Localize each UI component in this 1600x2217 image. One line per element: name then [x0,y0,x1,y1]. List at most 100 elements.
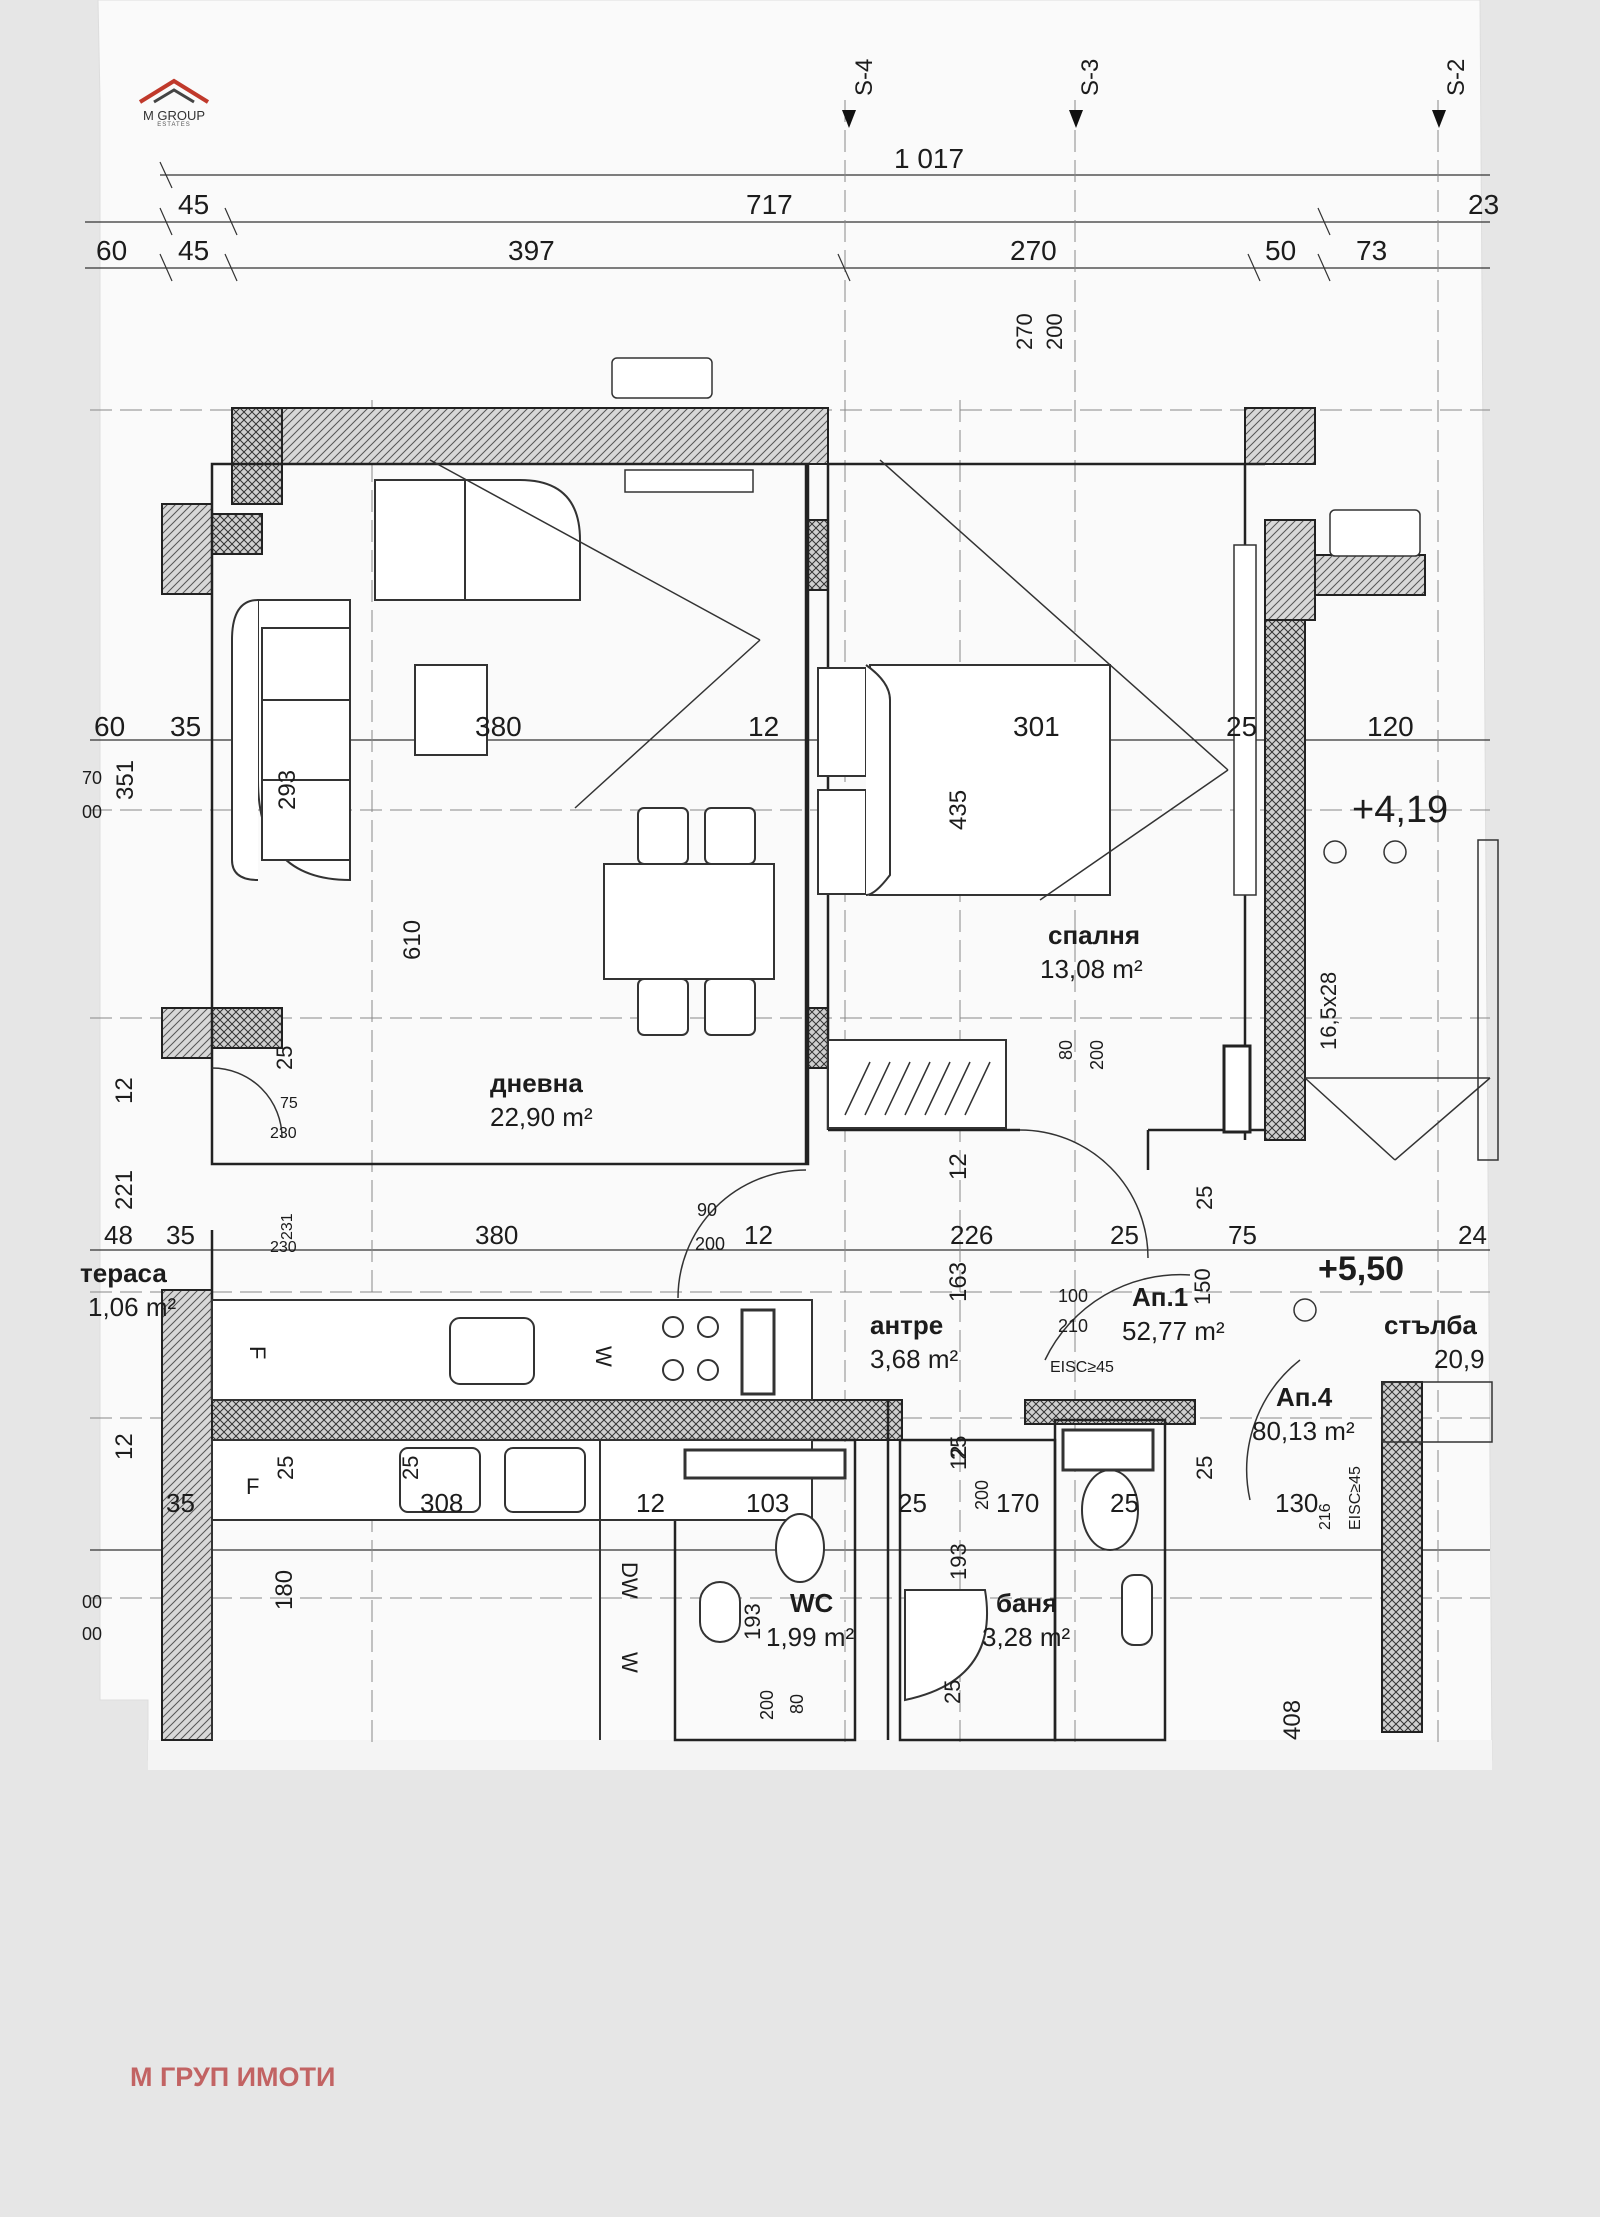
room-bath-area: 3,28 m² [982,1622,1070,1652]
dim-100: 100 [1058,1286,1088,1306]
dim-60-top: 60 [96,235,127,266]
dim-216: 216 [1317,1503,1334,1530]
logo-subtext: ESTATES [157,122,191,128]
dim-00: 00 [82,802,102,822]
room-apt4-area: 80,13 m² [1252,1416,1355,1446]
bed [817,664,1111,896]
section-s4-label: S-4 [851,59,878,96]
level-marker-upper [1323,840,1407,864]
cross-walls [211,407,1423,1733]
section-marker-s2 [1432,110,1446,128]
room-bedroom-name: спалня [1048,920,1140,950]
dim-45-b: 45 [178,235,209,266]
dim-80-bed: 80 [1056,1040,1076,1060]
dim-12-mid: 12 [748,711,779,742]
ticks [159,161,1331,282]
section-marker-s4 [842,110,856,128]
dim-270: 270 [1010,235,1057,266]
room-stairs-area: 20,9 [1434,1344,1485,1374]
room-bath-name: баня [996,1588,1057,1618]
room-apt-area: 52,77 m² [1122,1316,1225,1346]
dim-25-door: 25 [272,1046,297,1070]
appliance-washer-2: W [617,1652,642,1673]
dim-25-bath: 25 [940,1680,965,1704]
dim-293: 293 [274,770,301,810]
roof-icon [138,78,210,104]
logo-text: M GROUP [142,108,206,123]
dim-45-a: 45 [178,189,209,220]
section-s2-label: S-2 [1443,59,1470,96]
dim-103: 103 [746,1488,789,1518]
dim-230: 230 [270,1125,297,1142]
dim-717: 717 [746,189,793,220]
dim-v-270: 270 [1012,313,1037,350]
room-terrace-name: тераса [80,1258,167,1288]
dim-35-bottom: 35 [166,1488,195,1518]
dim-12-left: 12 [111,1077,138,1104]
dim-25-bottom-c: 25 [898,1488,927,1518]
room-hall-area: 3,68 m² [870,1344,958,1374]
dim-200-bottom: 200 [972,1480,992,1510]
light-triangle-bedroom [879,459,1229,901]
dim-73: 73 [1356,235,1387,266]
stairs [1304,839,1499,1443]
dim-35-mid: 35 [170,711,201,742]
dim-150: 150 [1190,1268,1215,1305]
level-landing-text: +5,50 [1318,1250,1404,1288]
dim-25-mid: 25 [1226,711,1257,742]
dim-12-bottom: 12 [636,1488,665,1518]
dim-210: 210 [1058,1316,1088,1336]
dim-200-door: 200 [695,1234,725,1254]
dim-25-low-a: 25 [1192,1186,1217,1210]
dim-170: 170 [996,1488,1039,1518]
dim-163: 163 [945,1262,972,1302]
dim-25-row: 25 [1110,1220,1139,1250]
dim-193-a: 193 [740,1603,765,1640]
dim-00-c: 00 [82,1624,102,1644]
section-s3-label: S-3 [1077,59,1104,96]
dim-24-row: 24 [1458,1220,1487,1250]
dim-230-b: 230 [270,1239,297,1256]
dim-120: 120 [1367,711,1414,742]
sofa [231,479,581,882]
light-triangle-left [429,459,761,809]
room-hall-name: антре [870,1310,943,1340]
dim-stair-steps: 16,5x28 [1316,972,1341,1050]
dim-200-bed: 200 [1087,1040,1107,1070]
dim-221: 221 [111,1170,138,1210]
dim-12-low: 12 [945,1153,972,1180]
dim-75: 75 [280,1095,298,1112]
dim-435: 435 [945,790,972,830]
dim-25-bottom-d: 25 [1110,1488,1139,1518]
appliance-dishwasher: DW [617,1562,642,1599]
footer-brand-text: М ГРУП ИМОТИ [130,2062,336,2092]
brand-logo: M GROUP ESTATES [136,78,212,138]
dim-48: 48 [104,1220,133,1250]
dim-v-200: 200 [1042,313,1067,350]
dim-610: 610 [399,920,426,960]
paper-fold [148,1740,1492,1770]
room-wc-area: 1,99 m² [766,1622,854,1652]
dim-12-row: 12 [744,1220,773,1250]
dim-12-top-bedroom: 12 [946,1446,971,1470]
dim-308: 308 [420,1488,463,1518]
section-marker-s3 [1069,110,1083,128]
level-marker-landing [1293,1298,1317,1322]
dim-180: 180 [271,1570,298,1610]
dim-60-mid: 60 [94,711,125,742]
elsc-label: EISC≥45 [1050,1359,1114,1376]
dim-35-row: 35 [166,1220,195,1250]
dim-70: 70 [82,768,102,788]
dim-226: 226 [950,1220,993,1250]
room-wc-name: WC [790,1588,834,1618]
dim-397: 397 [508,235,555,266]
dim-193-b: 193 [946,1543,971,1580]
dim-00-b: 00 [82,1592,102,1612]
dim-25-bottom-b: 25 [398,1456,423,1480]
dim-351: 351 [112,760,139,800]
room-living-area: 22,90 m² [490,1102,593,1132]
dim-231: 231 [279,1213,296,1240]
appliance-washer: W [591,1346,616,1367]
